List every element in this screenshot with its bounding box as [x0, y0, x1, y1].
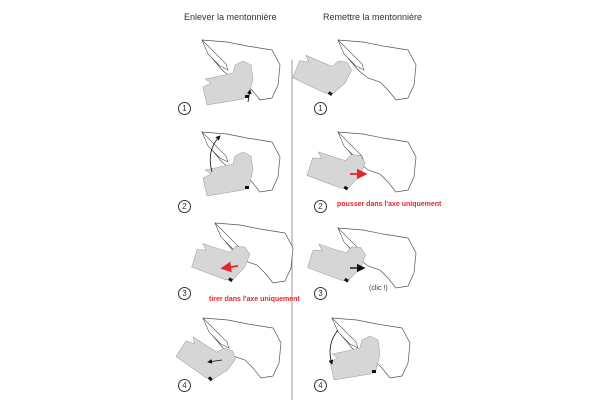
left-step-3-number: 3 — [178, 287, 191, 300]
left-step-2-illustration — [201, 131, 281, 197]
left-step-1-number: 1 — [178, 102, 191, 115]
right-step-4-illustration — [328, 317, 411, 381]
left-step-3-illustration — [187, 222, 294, 291]
right-step-2-number: 2 — [314, 200, 327, 213]
right-step-2-illustration — [303, 131, 417, 199]
right-step-1-illustration — [288, 38, 417, 105]
right-step-3-number: 3 — [314, 287, 327, 300]
right-title: Remettre la mentonnière — [323, 12, 423, 22]
left-step-2-number: 2 — [178, 200, 191, 213]
left-step-4-illustration — [172, 317, 282, 390]
right-step-1-number: 1 — [314, 102, 327, 115]
clic-label: (clic !) — [369, 285, 388, 292]
left-title: Enlever la mentonnière — [184, 12, 277, 22]
left-note: tirer dans l'axe uniquement — [209, 296, 300, 303]
left-step-1-illustration — [201, 39, 281, 106]
right-step-3-illustration — [303, 226, 417, 292]
right-note: pousser dans l'axe uniquement — [337, 201, 442, 208]
left-step-4-number: 4 — [178, 379, 191, 392]
right-step-4-number: 4 — [314, 379, 327, 392]
